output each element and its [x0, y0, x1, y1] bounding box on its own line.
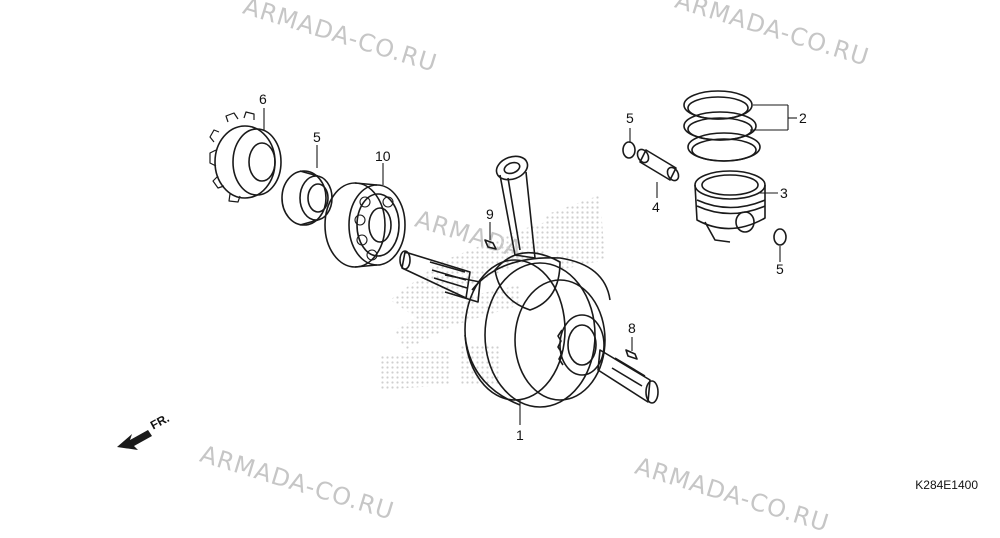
callout-4: 4 — [652, 199, 660, 215]
callout-8: 8 — [628, 320, 636, 336]
piston-ring-set — [683, 90, 761, 162]
primary-drive-gear — [209, 111, 282, 203]
woodruff-key — [484, 239, 497, 250]
leader-lines — [263, 104, 797, 425]
wing-logo-icon — [380, 195, 605, 390]
piston-pin-clip — [622, 141, 636, 159]
callout-5-lower: 5 — [776, 261, 784, 277]
callout-1: 1 — [516, 427, 524, 443]
parts-drawing — [117, 90, 797, 450]
callout-7: 6 — [259, 91, 267, 107]
piston-pin — [636, 148, 680, 182]
connecting-rod — [494, 155, 561, 311]
diagram-code: K284E1400 — [915, 478, 978, 492]
callout-2: 2 — [799, 110, 807, 126]
exploded-parts-diagram: ARMADA-CO.RU ARMADA-CO.RU ARMADA-CO.RU A… — [117, 0, 978, 538]
callout-9: 9 — [486, 206, 494, 222]
callout-6: 5 — [313, 129, 321, 145]
callout-10: 10 — [375, 148, 391, 164]
piston-pin-clip — [773, 228, 787, 246]
crankshaft-left-shaft — [399, 250, 481, 303]
arrow-left-down-icon — [117, 430, 152, 450]
crank-spacer — [281, 170, 333, 226]
woodruff-key-right — [625, 349, 638, 360]
callout-3: 3 — [780, 185, 788, 201]
piston — [694, 170, 766, 243]
crankshaft-assembly — [464, 256, 659, 408]
radial-ball-bearing — [324, 182, 406, 268]
callout-5-upper: 5 — [626, 110, 634, 126]
